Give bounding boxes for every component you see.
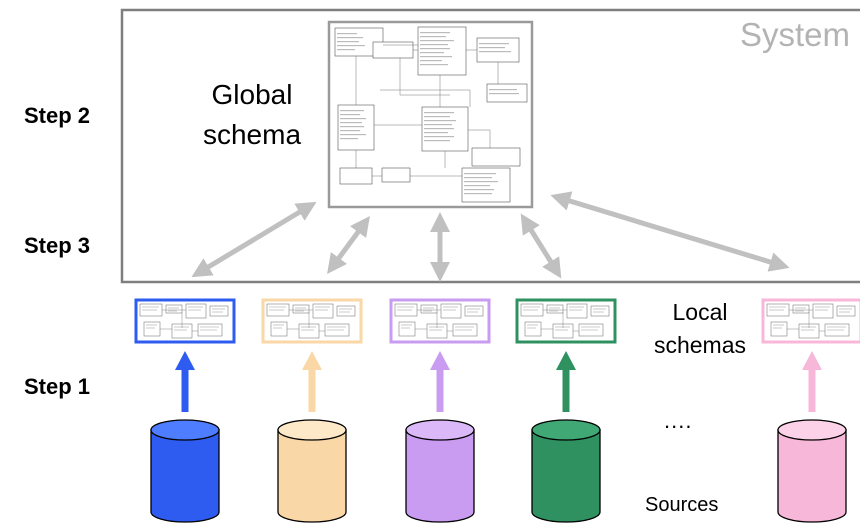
extraction-arrow-pink: [802, 351, 822, 412]
extraction-arrow-tan: [302, 351, 322, 412]
mapping-arrow-5: [550, 191, 790, 272]
global-schema-label-line1: Global: [211, 79, 293, 110]
local-schemas-label: Local schemas: [640, 296, 760, 362]
global-schema-label: Global schema: [190, 75, 314, 155]
sources-label: Sources: [645, 494, 719, 516]
local-schemas-label-line2: schemas: [653, 332, 747, 358]
local-schema-blue: [134, 298, 236, 344]
mapping-arrow-2: [327, 215, 370, 275]
extraction-arrow-blue: [175, 351, 195, 412]
source-blue-database: [150, 419, 220, 523]
mapping-arrow-4: [520, 213, 562, 279]
source-pink-database: [777, 419, 847, 523]
sources: [150, 419, 847, 523]
system-boundary: [120, 8, 860, 284]
extraction-arrows: [175, 351, 822, 412]
local-schema-tan: [261, 298, 363, 344]
global-schema-diagram: [327, 20, 534, 209]
local-schema-green: [515, 298, 617, 344]
global-schema-label-line2: schema: [202, 119, 302, 150]
source-green-database: [531, 419, 601, 523]
more-sources-ellipsis: ....: [664, 408, 693, 433]
source-tan-database: [277, 419, 347, 523]
step-2-label: Step 2: [24, 103, 91, 128]
mapping-arrows: [191, 191, 790, 282]
extraction-arrow-purple: [430, 351, 450, 412]
system-label: System: [739, 16, 850, 53]
mapping-arrow-1: [191, 201, 317, 278]
step-3-label: Step 3: [24, 233, 91, 258]
local-schema-purple: [389, 298, 491, 344]
step-1-label: Step 1: [24, 374, 91, 399]
local-schema-pink: [761, 298, 860, 344]
local-schemas: [134, 298, 860, 344]
extraction-arrow-green: [556, 351, 576, 412]
source-purple-database: [405, 419, 475, 523]
local-schemas-label-line1: Local: [672, 299, 728, 325]
